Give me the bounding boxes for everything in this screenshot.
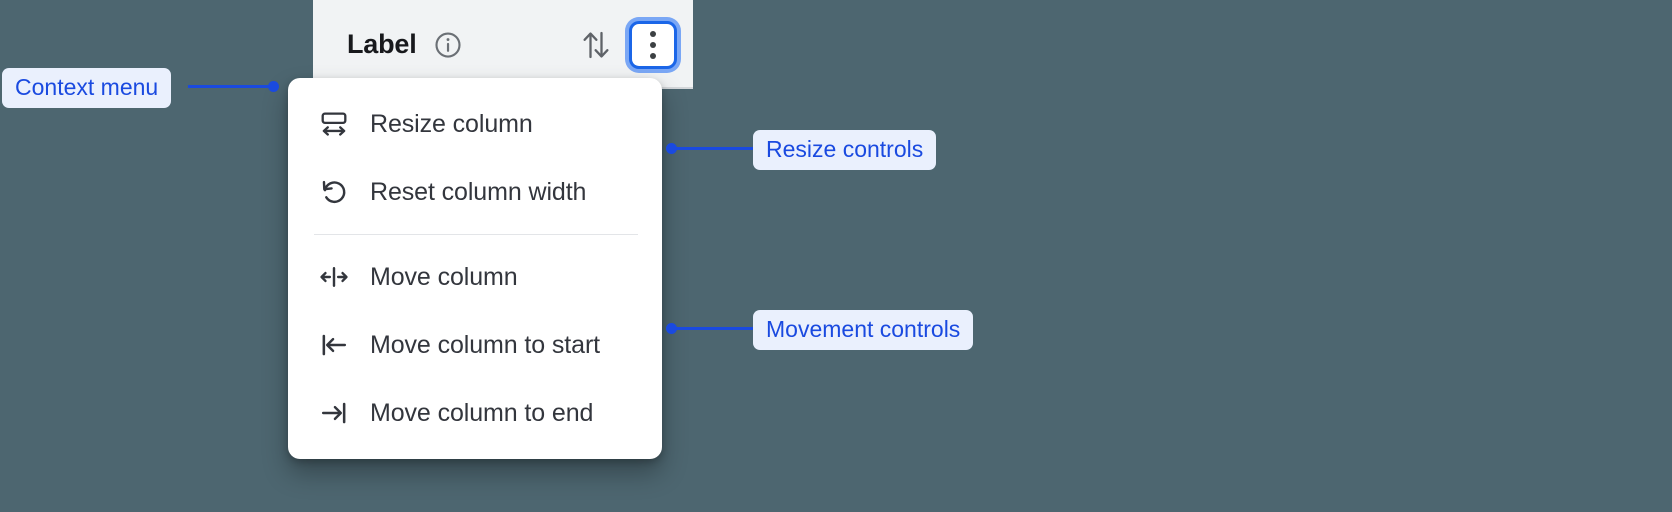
menu-item-label: Move column <box>370 262 518 291</box>
menu-item-label: Move column to end <box>370 398 594 427</box>
annotation-dot-context-menu <box>268 81 279 92</box>
annotation-dot-movement-controls <box>666 323 677 334</box>
menu-divider <box>314 234 638 235</box>
kebab-dot <box>650 41 656 48</box>
annotation-connector-resize-controls <box>672 147 756 150</box>
menu-item-move-column-to-start[interactable]: Move column to start <box>288 311 662 379</box>
info-circle-icon[interactable] <box>433 30 463 60</box>
annotation-dot-resize-controls <box>666 143 677 154</box>
annotation-label-context-menu: Context menu <box>2 68 172 109</box>
annotation-label-movement-controls: Movement controls <box>753 310 974 351</box>
menu-item-label: Resize column <box>370 109 533 138</box>
sort-up-down-icon[interactable] <box>575 24 617 66</box>
menu-item-move-column[interactable]: Move column <box>288 243 662 311</box>
move-to-end-icon <box>318 397 350 429</box>
context-menu: Resize column Reset column width <box>288 78 662 459</box>
page-title: Label <box>347 29 417 59</box>
resize-column-icon <box>318 108 350 140</box>
kebab-dot <box>650 30 656 37</box>
menu-item-reset-column-width[interactable]: Reset column width <box>288 158 662 226</box>
move-column-icon <box>318 261 350 293</box>
annotation-connector-context-menu <box>188 85 274 88</box>
menu-item-label: Reset column width <box>370 177 587 206</box>
menu-item-resize-column[interactable]: Resize column <box>288 90 662 158</box>
menu-item-label: Move column to start <box>370 330 601 359</box>
kebab-dot <box>650 52 656 59</box>
reset-width-icon <box>318 176 350 208</box>
annotation-connector-movement-controls <box>672 327 756 330</box>
annotation-label-resize-controls: Resize controls <box>753 130 937 171</box>
kebab-vertical-icon[interactable] <box>629 20 677 69</box>
column-header: Label <box>313 0 693 89</box>
menu-item-move-column-to-end[interactable]: Move column to end <box>288 379 662 447</box>
move-to-start-icon <box>318 329 350 361</box>
